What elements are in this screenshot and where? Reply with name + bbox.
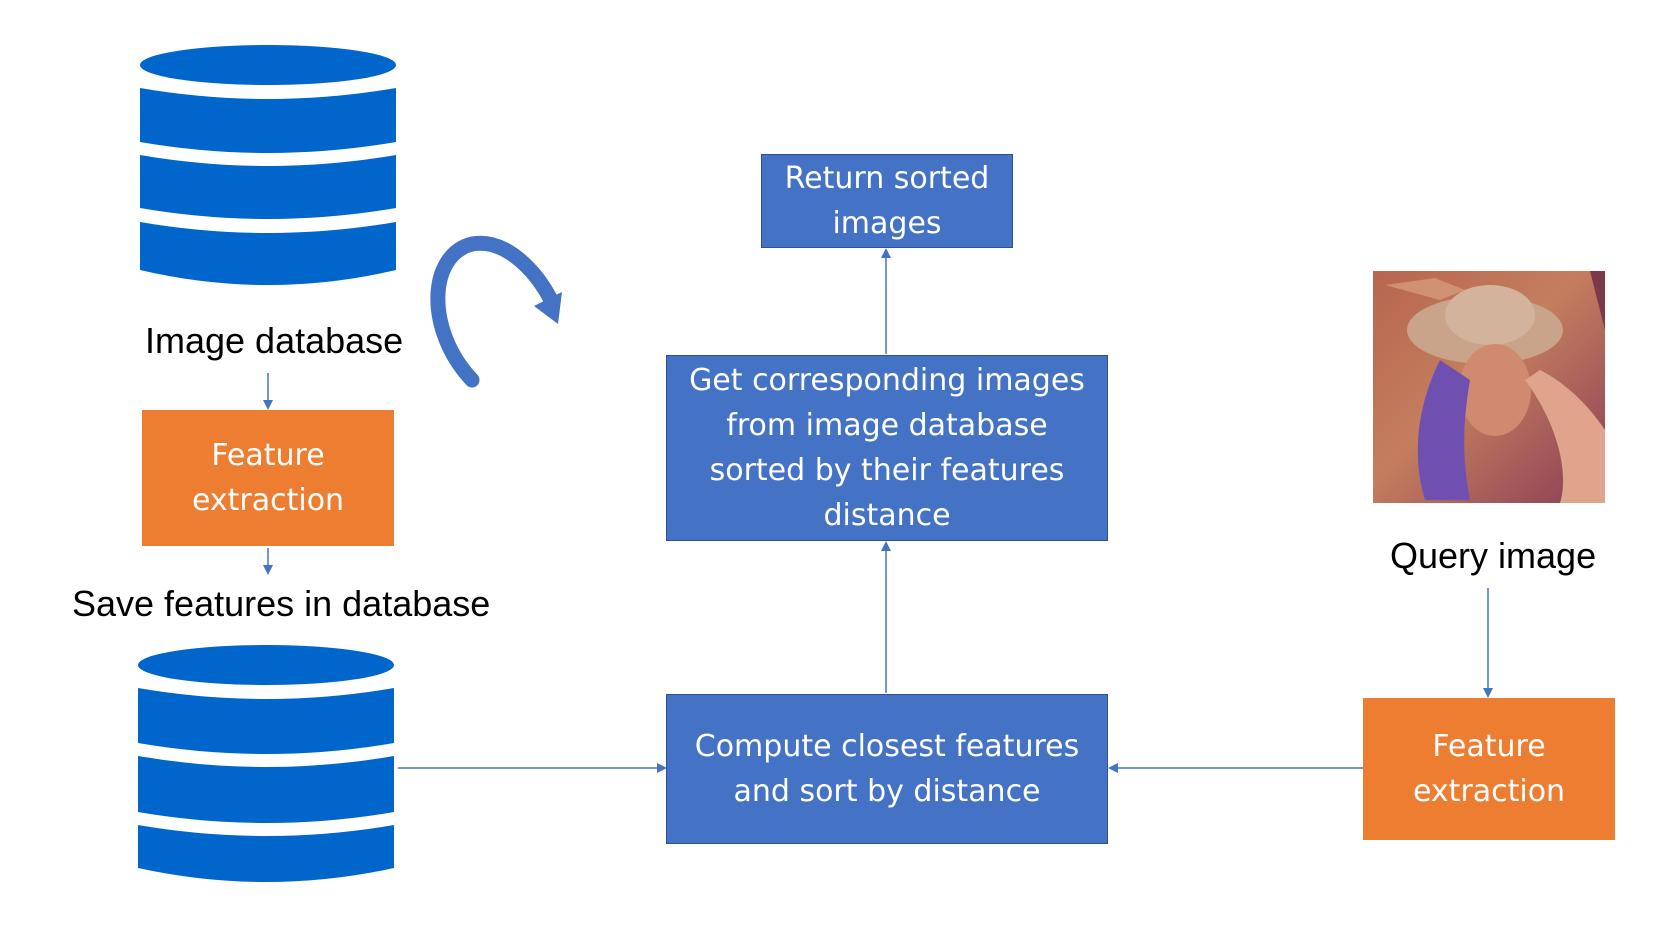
query-image-photo xyxy=(1373,271,1605,503)
return-sorted-images-text: Return sorted images xyxy=(784,161,990,241)
database-icon-top xyxy=(140,45,396,285)
feature-extraction-left-text: Feature extraction xyxy=(191,438,345,518)
compute-closest-features-text: Compute closest features and sort by dis… xyxy=(694,729,1080,809)
feature-extraction-right-text: Feature extraction xyxy=(1412,729,1566,809)
feature-extraction-right-box: Feature extraction xyxy=(1363,698,1615,840)
database-icon-bottom xyxy=(138,645,394,882)
connectors xyxy=(263,248,1493,773)
compute-closest-features-box: Compute closest features and sort by dis… xyxy=(666,694,1108,844)
return-sorted-images-box: Return sorted images xyxy=(761,154,1013,248)
get-corresponding-images-text: Get corresponding images from image data… xyxy=(689,363,1085,533)
image-database-label: Image database xyxy=(145,320,404,361)
get-corresponding-images-box: Get corresponding images from image data… xyxy=(666,355,1108,541)
query-image-label: Query image xyxy=(1390,535,1597,576)
feature-extraction-left-box: Feature extraction xyxy=(142,410,394,546)
save-features-label: Save features in database xyxy=(72,583,491,624)
curved-arrow-icon xyxy=(430,235,562,388)
